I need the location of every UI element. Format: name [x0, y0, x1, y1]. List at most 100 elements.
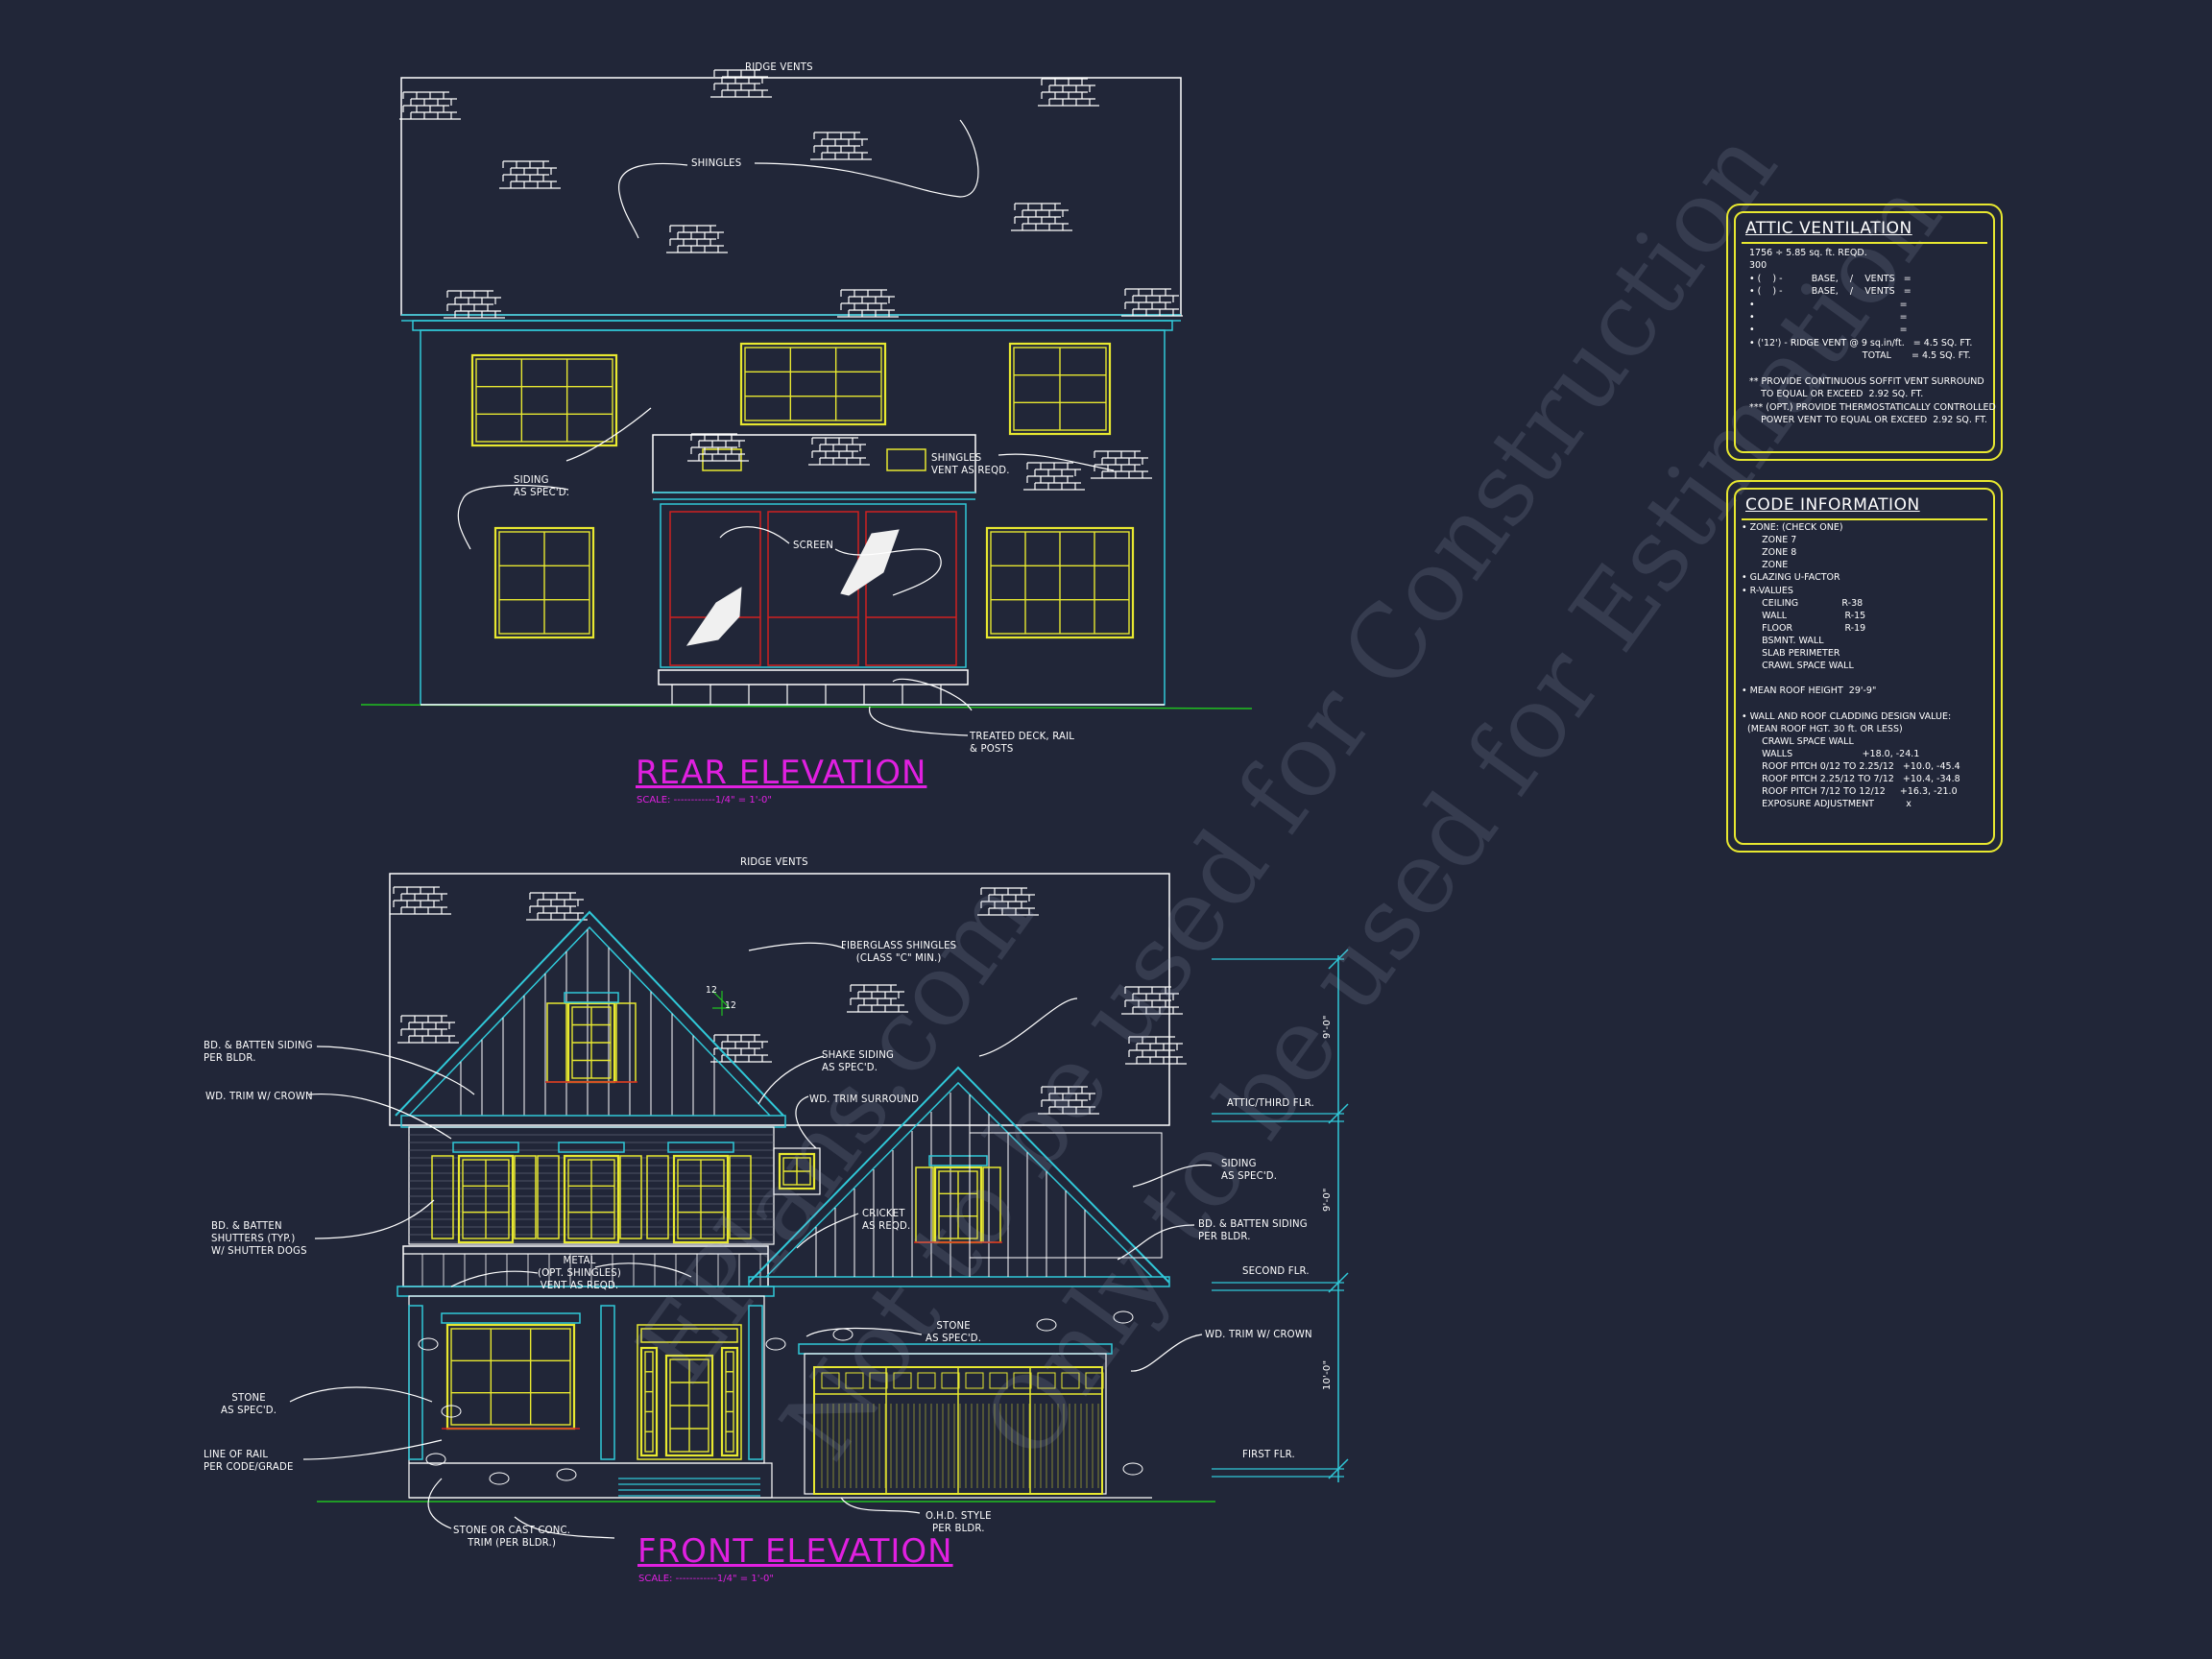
- brick-symbol: [1011, 203, 1072, 231]
- window-frame: [672, 1154, 730, 1244]
- rear-shingles-vent-label: SHINGLES VENT AS REQD.: [931, 451, 1010, 476]
- code-information-line: CRAWL SPACE WALL: [1742, 735, 1854, 747]
- window-sash: [475, 358, 613, 443]
- attic-ventilation-line: ** PROVIDE CONTINUOUS SOFFIT VENT SURROU…: [1749, 376, 1984, 387]
- stone-symbol: [832, 1328, 854, 1341]
- code-information-line: CEILING R-38: [1742, 597, 1863, 609]
- brick-symbol: [687, 433, 749, 462]
- code-information-line: FLOOR R-19: [1742, 622, 1866, 634]
- front-wd-trim-crown-label-2: WD. TRIM W/ CROWN: [1205, 1328, 1312, 1340]
- stone-symbol: [489, 1472, 510, 1485]
- front-cricket-label: CRICKET AS REQD.: [862, 1207, 911, 1232]
- front-elevation-drawing: [289, 873, 1215, 1539]
- leader-line: [457, 484, 569, 550]
- front-shutters-label: BD. & BATTEN SHUTTERS (TYP.) W/ SHUTTER …: [211, 1219, 307, 1257]
- front-upper-window-middle: [563, 1154, 620, 1244]
- stone-symbol: [425, 1453, 446, 1466]
- brick-symbol: [397, 1015, 459, 1044]
- front-elevation-title: FRONT ELEVATION: [637, 1532, 953, 1571]
- code-information-line: (MEAN ROOF HGT. 30 ft. OR LESS): [1742, 723, 1903, 734]
- front-porch-column: [600, 1305, 615, 1460]
- front-garage-light: [869, 1372, 888, 1389]
- front-garage-light: [893, 1372, 912, 1389]
- front-bd-batten-label-1: BD. & BATTEN SIDING PER BLDR.: [204, 1039, 313, 1064]
- front-small-window-trim: [773, 1147, 821, 1195]
- front-garage-light: [1037, 1372, 1056, 1389]
- rear-elevation-scale: SCALE: ------------1/4" = 1'-0": [637, 795, 773, 805]
- front-window-crown: [441, 1312, 581, 1324]
- window-sash: [450, 1328, 571, 1426]
- code-information-line: ZONE: [1742, 560, 1789, 571]
- attic-ventilation-line: *** (OPT.) PROVIDE THERMOSTATICALLY CONT…: [1749, 401, 1996, 413]
- code-information-panel: CODE INFORMATION • ZONE: (CHECK ONE) ZON…: [1726, 480, 2003, 853]
- first-level-label: FIRST FLR.: [1242, 1448, 1295, 1460]
- brick-symbol: [399, 91, 461, 120]
- front-gable-window: [566, 1001, 616, 1084]
- dimension-tick: [1328, 949, 1349, 970]
- leader-line: [1130, 1334, 1203, 1372]
- code-information-line: CRAWL SPACE WALL: [1742, 661, 1854, 672]
- rear-ridge-vents-label: RIDGE VENTS: [745, 60, 813, 73]
- front-line-of-rail-label: LINE OF RAIL PER CODE/GRADE: [204, 1448, 294, 1473]
- rear-roof-vent: [702, 448, 742, 471]
- front-right-wall: [969, 1132, 1163, 1259]
- leader-line: [289, 1386, 433, 1403]
- rear-window-upper-left: [470, 353, 618, 447]
- code-information-line: SLAB PERIMETER: [1742, 648, 1840, 659]
- leader-line: [978, 998, 1078, 1057]
- code-information-line: EXPOSURE ADJUSTMENT x: [1742, 799, 1911, 810]
- leader-line: [450, 1270, 539, 1287]
- front-garage-light: [989, 1372, 1008, 1389]
- brick-symbol: [1023, 462, 1085, 491]
- brick-symbol: [444, 290, 505, 319]
- front-window-crown: [667, 1142, 734, 1153]
- brick-symbol: [847, 984, 908, 1013]
- attic-level-label: ATTIC/THIRD FLR.: [1227, 1096, 1314, 1109]
- dim-label-3: 10'-0": [1322, 1359, 1333, 1390]
- front-fiberglass-label: FIBERGLASS SHINGLES (CLASS "C" MIN.): [841, 939, 957, 964]
- leader-line: [754, 119, 979, 198]
- leader-line: [514, 1516, 615, 1539]
- front-transom: [640, 1328, 738, 1343]
- attic-ventilation-line: 300: [1749, 260, 1767, 272]
- code-information-line: BSMNT. WALL: [1742, 635, 1824, 646]
- front-window-crown: [452, 1142, 519, 1153]
- front-shutter: [615, 1002, 637, 1083]
- stone-symbol: [556, 1468, 577, 1481]
- rear-roof-vent: [886, 448, 926, 471]
- front-pitch-label-b: 12: [725, 1000, 737, 1011]
- window-frame: [639, 1346, 659, 1457]
- attic-ventilation-line: • ( ) - BASE, / VENTS =: [1749, 286, 1911, 298]
- front-shake-label: SHAKE SIDING AS SPEC'D.: [822, 1048, 895, 1073]
- code-information-line: ROOF PITCH 0/12 TO 2.25/12 +10.0, -45.4: [1742, 760, 1960, 772]
- stone-symbol: [1036, 1318, 1057, 1332]
- front-upper-window-right: [672, 1154, 730, 1244]
- leader-line: [594, 1262, 692, 1278]
- dimension-tick: [1328, 1103, 1349, 1124]
- code-information-divider: [1742, 518, 1987, 520]
- window-frame: [664, 1354, 714, 1457]
- dim-label-1: 9'-0": [1322, 1015, 1333, 1039]
- leader-line: [1132, 1164, 1213, 1188]
- rear-frieze: [412, 320, 1173, 331]
- stone-symbol: [1122, 1462, 1143, 1476]
- dim-label-2: 9'-0": [1322, 1188, 1333, 1212]
- window-frame: [720, 1346, 739, 1457]
- front-shutter: [546, 1002, 567, 1083]
- window-frame: [563, 1154, 620, 1244]
- front-garage-light: [1013, 1372, 1032, 1389]
- leader-line: [565, 407, 652, 462]
- window-sash: [644, 1351, 654, 1453]
- brick-symbol: [808, 437, 870, 466]
- level-dimension-line: [1212, 949, 1349, 1482]
- front-garage-light: [821, 1372, 840, 1389]
- front-garage-light: [965, 1372, 984, 1389]
- front-roof-outline: [389, 873, 1170, 1126]
- front-window-crown: [928, 1155, 988, 1166]
- leader-line: [834, 548, 942, 596]
- stone-symbol: [1113, 1310, 1134, 1324]
- front-window-crown: [564, 992, 619, 1003]
- brick-symbol: [837, 289, 899, 318]
- stone-symbol: [441, 1405, 462, 1418]
- stone-symbol: [418, 1337, 439, 1351]
